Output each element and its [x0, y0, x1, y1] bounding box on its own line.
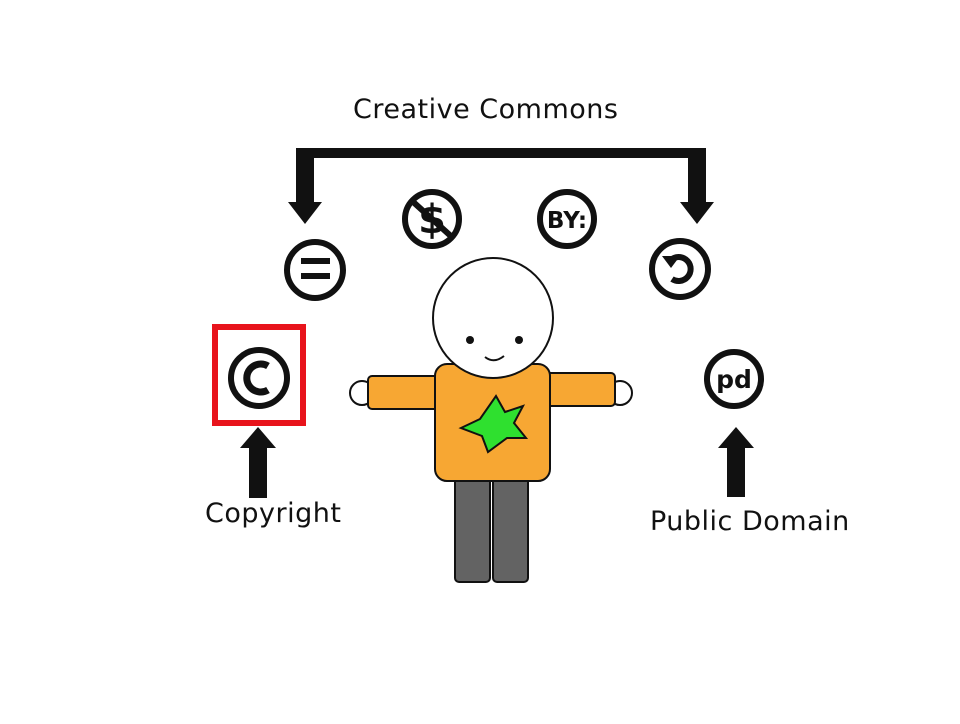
bracket-right-stem	[688, 148, 706, 204]
bracket-top-bar	[296, 148, 706, 158]
figure-right-eye	[515, 336, 523, 344]
public-domain-label: Public Domain	[650, 506, 850, 537]
figure-smile	[484, 355, 505, 362]
copyright-label: Copyright	[205, 498, 342, 529]
copyright-icon	[228, 347, 290, 409]
creative-commons-bracket	[288, 148, 714, 224]
bracket-left-arrowhead	[288, 202, 322, 224]
creative-commons-label: Creative Commons	[353, 94, 619, 125]
figure-right-leg	[492, 477, 529, 583]
copyright-arrow-up	[240, 427, 276, 498]
public-domain-icon-text: pd	[716, 365, 752, 394]
figure-head	[432, 257, 554, 379]
share-alike-icon	[649, 238, 711, 300]
attribution-icon: BY:	[537, 189, 597, 249]
figure-character	[349, 257, 633, 583]
figure-left-eye	[466, 336, 474, 344]
public-domain-icon: pd	[704, 349, 764, 409]
bracket-right-arrowhead	[680, 202, 714, 224]
bracket-left-stem	[296, 148, 314, 204]
non-commercial-icon: $	[402, 189, 462, 249]
public-domain-arrow-up	[718, 427, 754, 497]
star-icon	[458, 394, 529, 454]
no-derivatives-icon	[284, 239, 346, 301]
attribution-icon-text: BY:	[547, 208, 587, 234]
figure-left-leg	[454, 477, 491, 583]
copyright-highlight-box	[212, 324, 306, 426]
